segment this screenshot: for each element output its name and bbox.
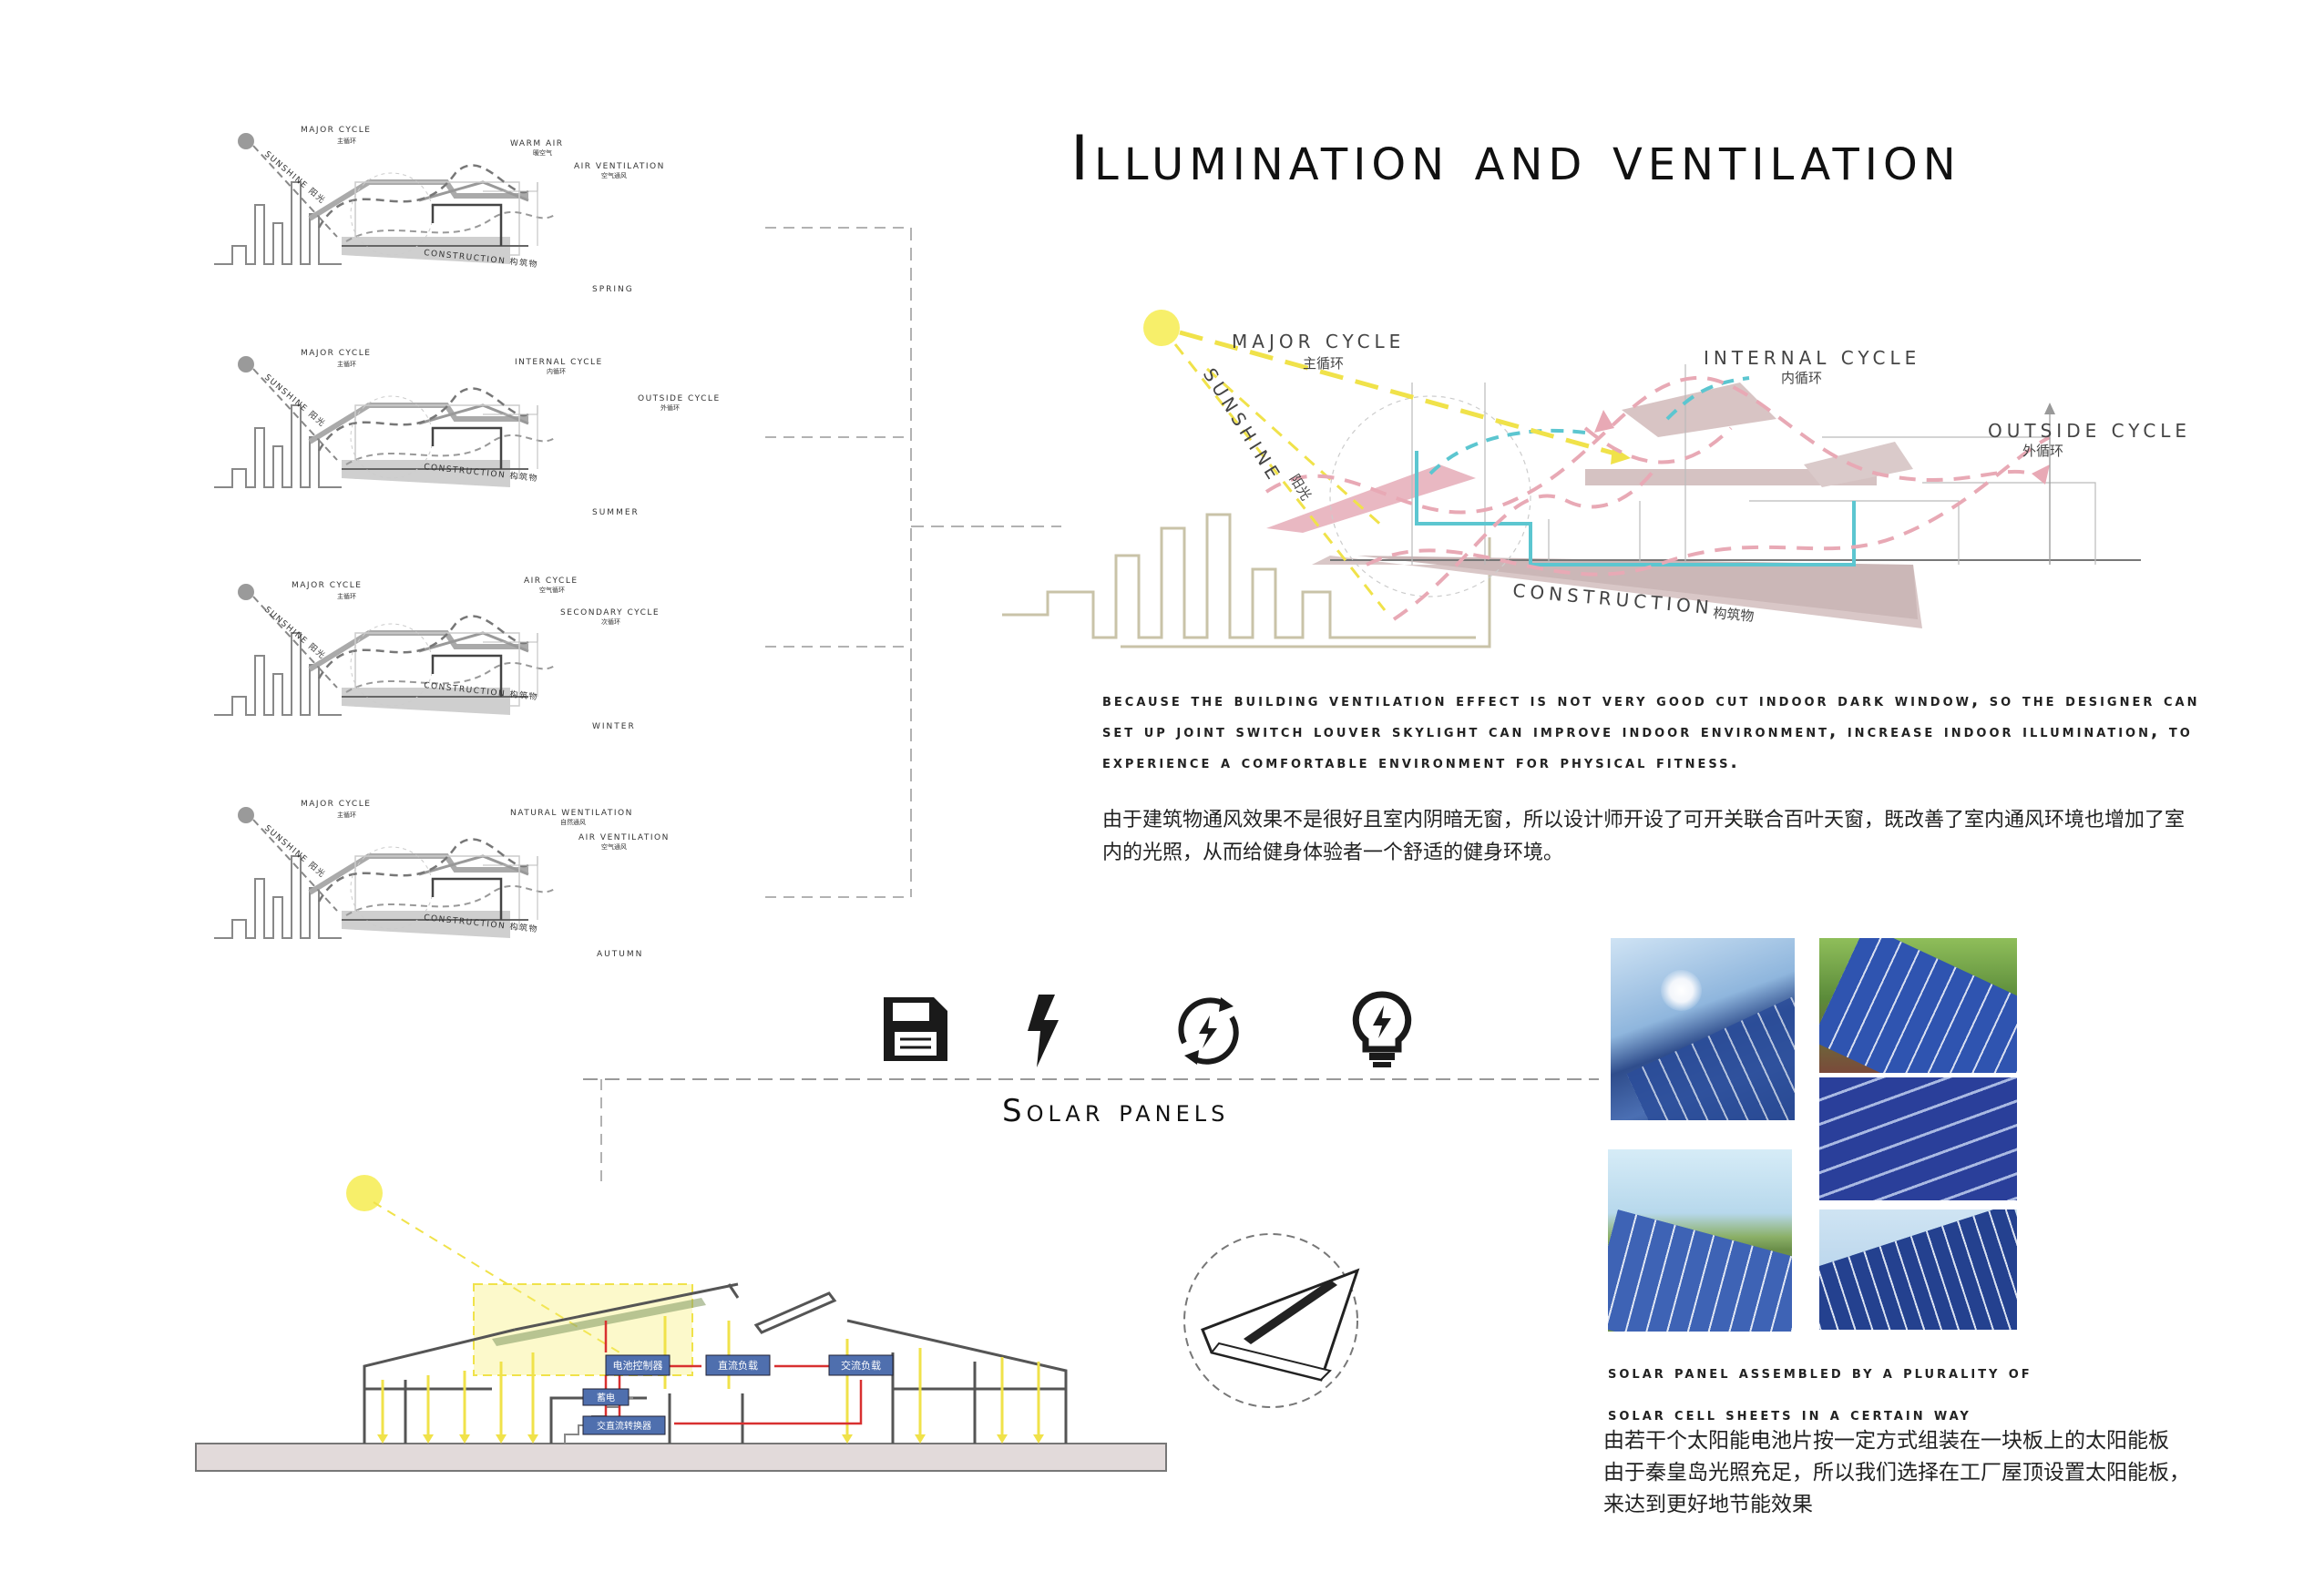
svg-text:OUTSIDE CYCLE: OUTSIDE CYCLE — [638, 394, 721, 403]
internal-cycle-label: INTERNAL CYCLE — [1704, 347, 1920, 369]
solar-icons-row — [583, 991, 1599, 1080]
solar-photo-2 — [1819, 938, 2017, 1073]
sunshine-label: SUNSHINE 阳光 — [262, 148, 328, 206]
svg-text:WARM AIR: WARM AIR — [510, 139, 564, 148]
description-cn: 由于建筑物通风效果不是很好且室内阴暗无窗，所以设计师开设了可开关联合百叶天窗，既… — [1102, 809, 2186, 864]
dc-load-box: 直流负载 — [705, 1354, 771, 1376]
svg-text:AUTUMN: AUTUMN — [597, 950, 643, 959]
svg-text:空气通风: 空气通风 — [601, 171, 627, 179]
svg-text:构筑物: 构筑物 — [1713, 605, 1755, 625]
svg-text:内循环: 内循环 — [547, 367, 566, 375]
solar-photo-1 — [1611, 938, 1795, 1120]
battery-box: 蓄电 — [582, 1388, 630, 1406]
solar-photo-5 — [1819, 1209, 2017, 1330]
description-en: Because the building ventilation effect … — [1102, 690, 2200, 772]
svg-text:外循环: 外循环 — [2022, 443, 2063, 459]
svg-text:主循环: 主循环 — [337, 137, 356, 145]
svg-text:内循环: 内循环 — [1781, 370, 1822, 386]
svg-text:SUNSHINE 阳光: SUNSHINE 阳光 — [262, 822, 328, 880]
svg-text:AIR VENTILATION: AIR VENTILATION — [574, 162, 665, 171]
svg-text:MAJOR CYCLE: MAJOR CYCLE — [292, 581, 362, 590]
svg-text:直流负载: 直流负载 — [718, 1359, 758, 1372]
svg-text:主循环: 主循环 — [337, 811, 356, 819]
svg-text:WINTER: WINTER — [592, 722, 636, 731]
svg-text:主循环: 主循环 — [337, 360, 356, 368]
svg-text:空气通风: 空气通风 — [601, 842, 627, 851]
svg-text:AIR VENTILATION: AIR VENTILATION — [578, 833, 670, 842]
ac-load-box: 交流负载 — [828, 1354, 894, 1376]
svg-text:SUNSHINE 阳光: SUNSHINE 阳光 — [262, 372, 328, 429]
season-label: SPRING — [592, 285, 634, 294]
seasonal-diagrams: MAJOR CYCLE 主循环 SUNSHINE 阳光 WARM AIR 暖空气… — [0, 126, 911, 959]
svg-text:空气循环: 空气循环 — [539, 586, 565, 594]
controller-box: 电池控制器 — [605, 1354, 671, 1376]
solar-caption-cn: 由若干个太阳能电池片按一定方式组装在一块板上的太阳能板 由于秦皇岛光照充足，所以… — [1603, 1429, 2190, 1516]
page-title: Illumination and ventilation — [1070, 123, 1961, 195]
solar-photo-3 — [1819, 1077, 2017, 1200]
svg-text:MAJOR CYCLE: MAJOR CYCLE — [301, 349, 371, 358]
svg-text:自然通风: 自然通风 — [560, 818, 586, 826]
svg-text:交直流转换器: 交直流转换器 — [597, 1420, 651, 1432]
summer-diagram: MAJOR CYCLE 主循环 SUNSHINE 阳光 INTERNAL CYC… — [214, 349, 721, 517]
winter-diagram: MAJOR CYCLE 主循环 SUNSHINE 阳光 AIR CYCLE 空气… — [214, 577, 660, 731]
inverter-box: 交直流转换器 — [582, 1415, 666, 1435]
major-cycle-label: MAJOR CYCLE — [301, 126, 371, 135]
major-cycle-label: MAJOR CYCLE — [1232, 331, 1405, 352]
floppy-disk-icon — [884, 997, 947, 1061]
sunshine-label: SUNSHINE — [1199, 364, 1286, 486]
svg-text:交流负载: 交流负载 — [841, 1359, 881, 1372]
svg-text:MAJOR CYCLE: MAJOR CYCLE — [301, 800, 371, 809]
svg-text:次循环: 次循环 — [601, 617, 620, 626]
solar-caption-en: Solar panel assembled by a plurality of … — [1608, 1363, 2032, 1424]
svg-text:外循环: 外循环 — [660, 403, 680, 412]
autumn-diagram: MAJOR CYCLE 主循环 SUNSHINE 阳光 NATURAL WENT… — [214, 800, 670, 959]
svg-text:蓄电: 蓄电 — [597, 1392, 615, 1403]
svg-text:电池控制器: 电池控制器 — [613, 1359, 663, 1372]
svg-text:SUNSHINE 阳光: SUNSHINE 阳光 — [262, 604, 328, 661]
svg-text:NATURAL WENTILATION: NATURAL WENTILATION — [510, 809, 633, 818]
solar-building-diagram: 电池控制器 直流负载 交流负载 蓄电 交直流转换器 — [195, 1079, 1360, 1472]
outside-cycle-label: OUTSIDE CYCLE — [1988, 420, 2191, 442]
svg-text:INTERNAL CYCLE: INTERNAL CYCLE — [515, 358, 603, 367]
svg-text:AIR CYCLE: AIR CYCLE — [524, 577, 578, 586]
sun-icon — [346, 1175, 383, 1211]
svg-text:主循环: 主循环 — [337, 592, 356, 600]
lightning-icon — [1028, 995, 1059, 1067]
solar-title: Solar panels — [1002, 1093, 1230, 1129]
bracket-connector — [910, 228, 1061, 897]
svg-text:SUMMER: SUMMER — [592, 508, 640, 517]
solar-photo-4 — [1608, 1149, 1792, 1332]
svg-text:主循环: 主循环 — [1303, 355, 1344, 372]
recycle-energy-icon — [1178, 997, 1239, 1065]
sun-icon — [1143, 310, 1180, 346]
svg-text:暖空气: 暖空气 — [533, 148, 552, 157]
svg-text:阳光: 阳光 — [1286, 472, 1315, 504]
light-bulb-icon — [1352, 991, 1412, 1067]
spring-diagram: MAJOR CYCLE 主循环 SUNSHINE 阳光 WARM AIR 暖空气… — [214, 126, 665, 294]
svg-text:SECONDARY CYCLE: SECONDARY CYCLE — [560, 608, 660, 617]
main-ventilation-diagram: MAJOR CYCLE 主循环 SUNSHINE 阳光 INTERNAL CYC… — [1002, 310, 2191, 648]
